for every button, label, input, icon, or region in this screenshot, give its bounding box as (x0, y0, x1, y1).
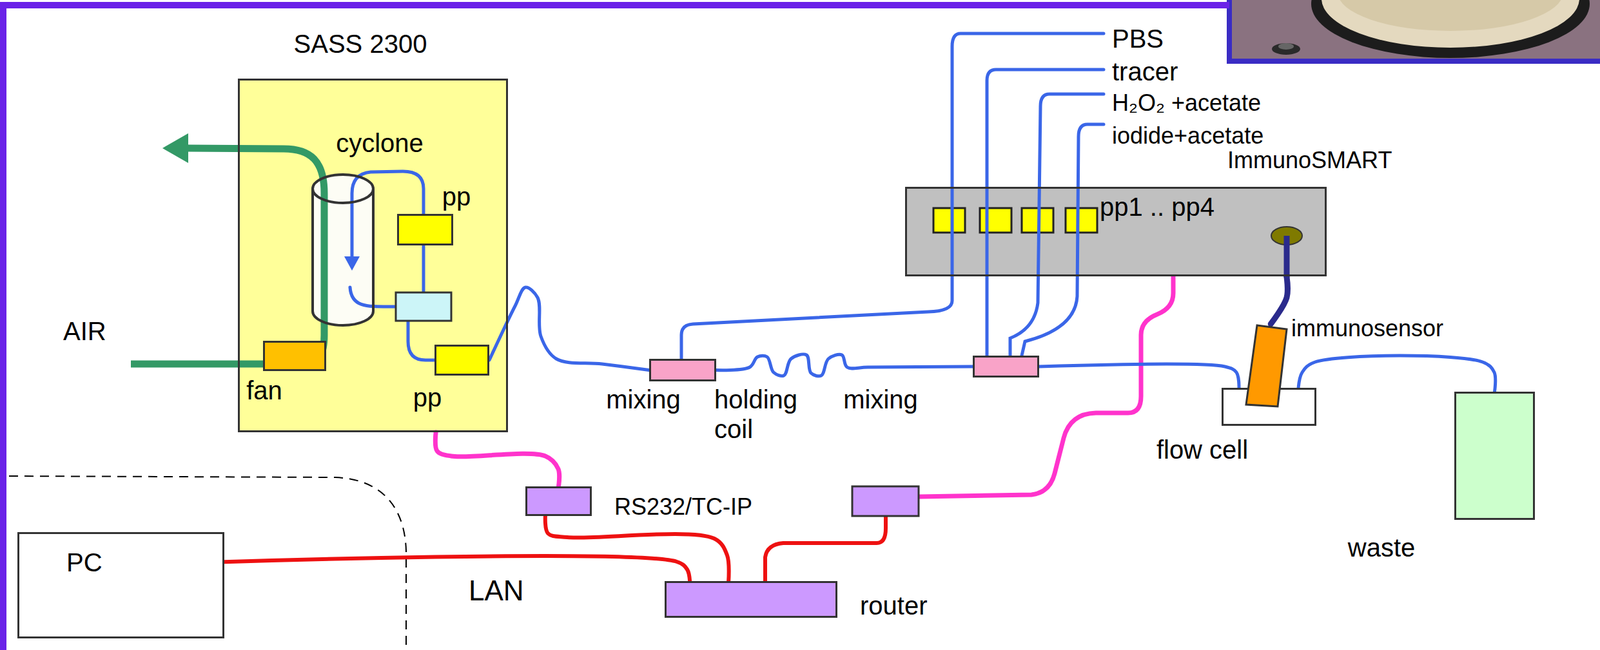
air-arrowhead (162, 133, 189, 164)
serial-cable (435, 432, 559, 487)
sampler-housing: SASS 2300cycloneppfanpp (237, 78, 508, 433)
reagent-line (1021, 124, 1104, 356)
analyzer-box: ImmunoSMARTpp1 .. pp4 (905, 186, 1327, 277)
reagent-label: tracer (1112, 56, 1178, 87)
pump-box: pp (434, 344, 490, 376)
pump-symbol (1065, 208, 1098, 233)
node-label: pp (413, 382, 443, 413)
serial-converter (852, 486, 919, 517)
liquid-line (408, 321, 435, 361)
reagent-line (986, 69, 1104, 356)
reagent-line (1010, 94, 1104, 356)
analyzer-fill (905, 186, 1327, 277)
lan-cable (224, 556, 690, 582)
reagent-label: H₂O₂ +acetate (1112, 89, 1261, 117)
node-label: mixing (843, 384, 918, 415)
network-boundary (9, 476, 407, 650)
router-box: router (664, 581, 838, 619)
lan-cable (765, 516, 886, 582)
reagent-line (681, 33, 1104, 360)
air-label: AIR (63, 316, 107, 347)
node-label: flow cell (1156, 435, 1249, 465)
instrument-photo (1229, 0, 1600, 62)
holding-coil (716, 354, 973, 377)
immunosensor-chip: immunosensor (1244, 324, 1288, 409)
slide-frame (3, 5, 1230, 650)
liquid-line (1039, 364, 1240, 389)
photo-frame (1229, 0, 1600, 62)
node-label: PC (66, 547, 103, 578)
serial-converter: RS232/TC-IP (525, 486, 592, 517)
fan-box: fan (263, 341, 327, 372)
node-label: router (859, 591, 928, 621)
network-label: LAN (468, 575, 525, 608)
photo-knob-top (1278, 43, 1294, 50)
pump-symbol (933, 208, 966, 233)
node-label: fan (246, 375, 283, 406)
sampler-body (1321, 0, 1580, 48)
node-label: RS232/TC-IP (614, 493, 753, 521)
node-label: immunosensor (1291, 315, 1444, 342)
sampler-top (1337, 0, 1564, 31)
pc-box: PC (17, 532, 225, 639)
liquid-arrowhead (344, 256, 360, 271)
housing-fill (237, 78, 508, 433)
cyclone-outline (311, 173, 375, 327)
sampler-base-ring (1311, 0, 1590, 59)
sensor-cable (1270, 276, 1288, 325)
node-label: waste (1347, 533, 1416, 563)
node-label: cyclone (335, 128, 424, 158)
air-flow (130, 148, 325, 365)
lan-cable (545, 516, 730, 582)
node-label: mixing (605, 384, 681, 415)
sensor-outline (1244, 324, 1288, 409)
reagent-label: iodide+acetate (1112, 122, 1264, 149)
node-label: SASS 2300 (293, 29, 428, 59)
cyclone-cylinder: cyclone (311, 173, 375, 327)
mixing-tee: mixing (649, 359, 717, 382)
sensor-cable (1284, 235, 1290, 278)
reagent-label: PBS (1112, 23, 1164, 54)
reservoir-box (395, 292, 452, 322)
serial-cable (918, 276, 1174, 498)
cyclone-outline (312, 174, 374, 326)
liquid-line (1298, 355, 1496, 392)
node-label: pp (442, 181, 472, 212)
node-sublabel: pp1 .. pp4 (1099, 192, 1215, 222)
liquid-line (489, 287, 650, 371)
photo-knob (1271, 43, 1301, 55)
waste-container: waste (1454, 391, 1535, 521)
pump-symbol (979, 208, 1012, 233)
node-label: ImmunoSMART (1227, 146, 1392, 174)
pump-box: pp (397, 214, 454, 246)
coil-label: holding coil (714, 384, 811, 445)
mixing-tee: mixing (972, 355, 1040, 378)
